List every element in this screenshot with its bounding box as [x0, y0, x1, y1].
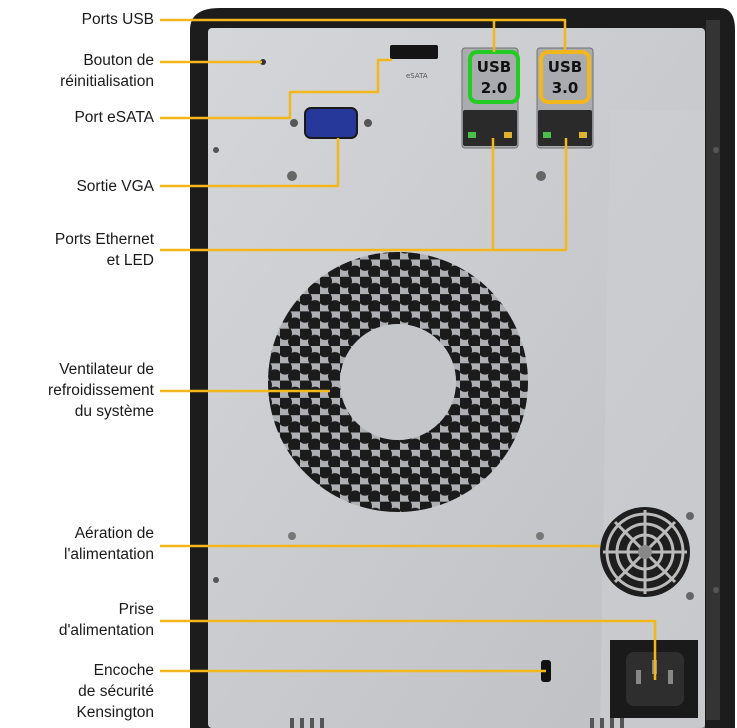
label-kensington-slot-line: de sécurité [78, 683, 154, 700]
label-kensington-slot-line: Encoche [93, 662, 154, 679]
case-rivet [213, 577, 219, 583]
case-edge-highlight [706, 20, 720, 720]
panel-screw [686, 512, 694, 520]
label-reset-button-line: réinitialisation [60, 73, 154, 90]
usb30-label-line2: 3.0 [552, 79, 579, 97]
ethernet-2-led-right [579, 132, 587, 138]
case-rivet [713, 587, 719, 593]
label-vga-output-line: Sortie VGA [76, 178, 154, 195]
leader-vga-output [160, 138, 340, 188]
label-esata-port: Port eSATA [74, 107, 154, 128]
case-rivet [713, 147, 719, 153]
label-system-fan-line: du système [74, 403, 154, 420]
vga-screw-left [290, 119, 298, 127]
ethernet-port-2-graphic [538, 110, 592, 146]
ethernet-2-led-left [543, 132, 551, 138]
leader-usb-ports [160, 18, 567, 52]
label-reset-button: Bouton de réinitialisation [60, 50, 154, 92]
label-ethernet-ports: Ports Ethernet et LED [55, 229, 154, 271]
label-esata-port-line: Port eSATA [74, 109, 154, 126]
label-usb-ports: Ports USB [82, 9, 154, 30]
label-kensington-slot-line: Kensington [76, 704, 154, 721]
case-feet [290, 718, 624, 728]
ethernet-1-led-right [504, 132, 512, 138]
psu-fan-grille [600, 507, 690, 597]
panel-screw [287, 171, 297, 181]
ethernet-1-led-left [468, 132, 476, 138]
label-system-fan-line: refroidissement [48, 382, 154, 399]
leader-lines [160, 18, 657, 680]
reset-button-graphic [260, 59, 266, 65]
label-ethernet-ports-line: Ports Ethernet [54, 231, 154, 248]
label-psu-vent-line: l'alimentation [64, 546, 154, 563]
usb20-label-line1: USB [477, 58, 511, 76]
leader-esata-port [160, 58, 392, 120]
esata-port-graphic [390, 45, 438, 59]
panel-screw [686, 592, 694, 600]
panel-screw [288, 532, 296, 540]
leader-ethernet-ports [160, 138, 568, 252]
vga-screw-right [364, 119, 372, 127]
label-usb-ports-line: Ports USB [81, 11, 154, 28]
label-power-socket: Prise d'alimentation [59, 599, 154, 641]
label-ethernet-ports-line: et LED [106, 252, 154, 269]
panel-screw [536, 532, 544, 540]
panel-step [600, 110, 705, 728]
system-fan-grille [268, 252, 528, 512]
label-power-socket-line: Prise [118, 601, 154, 618]
usb20-label-line2: 2.0 [481, 79, 508, 97]
label-psu-vent-line: Aération de [74, 525, 154, 542]
label-psu-vent: Aération de l'alimentation [64, 523, 154, 565]
case-rivet [213, 147, 219, 153]
panel-screw [536, 171, 546, 181]
label-reset-button-line: Bouton de [83, 52, 154, 69]
label-system-fan: Ventilateur de refroidissement du systèm… [48, 359, 154, 422]
esata-print: eSATA [406, 72, 428, 80]
label-kensington-slot: Encoche de sécurité Kensington [76, 660, 154, 723]
leader-power-socket [160, 619, 657, 680]
label-vga-output: Sortie VGA [76, 176, 154, 197]
label-system-fan-line: Ventilateur de [59, 361, 154, 378]
label-power-socket-line: d'alimentation [58, 622, 154, 639]
vga-connector-graphic [304, 107, 358, 139]
usb30-label-line1: USB [548, 58, 582, 76]
ethernet-port-1-graphic [463, 110, 517, 146]
